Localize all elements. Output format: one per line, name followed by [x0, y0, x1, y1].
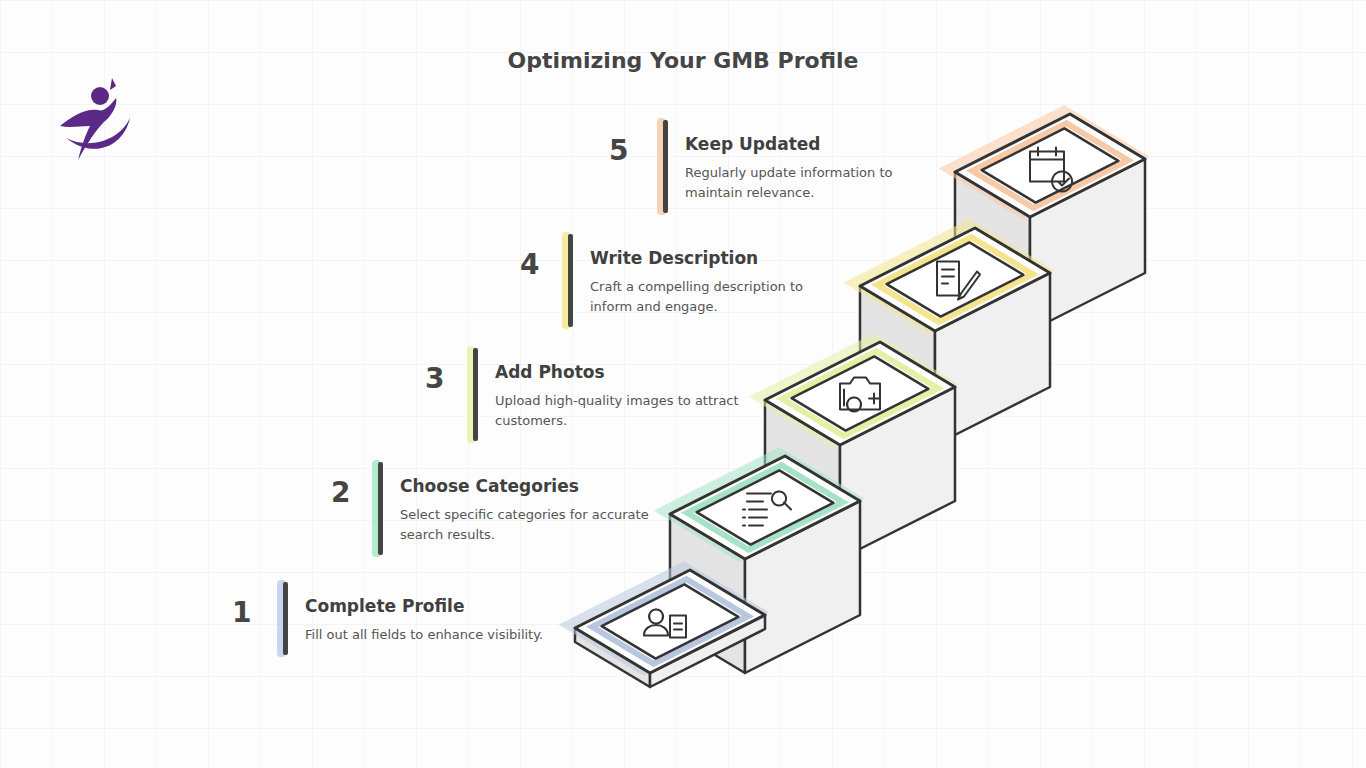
- step-inner-band: [877, 237, 1033, 321]
- step-heading: Choose Categories: [400, 476, 650, 496]
- step-description: Upload high-quality images to attract cu…: [495, 391, 745, 431]
- step-inner: [982, 128, 1119, 202]
- step-block: Choose CategoriesSelect specific categor…: [400, 476, 650, 545]
- step-bar: [283, 582, 288, 655]
- step-inner: [602, 584, 739, 658]
- step-bar: [568, 234, 573, 327]
- step-icon: [644, 610, 686, 638]
- step-description: Regularly update information to maintain…: [685, 163, 945, 203]
- step-block: Add PhotosUpload high-quality images to …: [495, 362, 745, 431]
- step-block: Complete ProfileFill out all fields to e…: [305, 596, 555, 645]
- step-heading: Keep Updated: [685, 134, 945, 154]
- step-bar: [663, 120, 668, 213]
- step-top: [765, 342, 955, 445]
- step-heading: Add Photos: [495, 362, 745, 382]
- callout-number: 5: [609, 134, 628, 167]
- callout-number: 1: [232, 596, 251, 629]
- callout-number: 4: [520, 248, 539, 281]
- diagram-title: Optimizing Your GMB Profile: [0, 48, 1366, 73]
- step-description: Fill out all fields to enhance visibilit…: [305, 625, 555, 645]
- step-icon: [743, 492, 791, 526]
- step-description: Craft a compelling description to inform…: [590, 277, 840, 317]
- step-block: Keep UpdatedRegularly update information…: [685, 134, 945, 203]
- callout-number: 3: [425, 362, 444, 395]
- step-top: [575, 570, 765, 673]
- step-bar: [473, 348, 478, 441]
- logo: [60, 78, 130, 160]
- step-inner: [792, 356, 929, 430]
- step-description: Select specific categories for accurate …: [400, 505, 650, 545]
- step-inner-band: [592, 579, 748, 663]
- step-inner-band: [687, 465, 843, 549]
- step-icon: [840, 378, 880, 412]
- step-top: [670, 456, 860, 559]
- step-inner-band: [972, 123, 1128, 207]
- step-icon: [937, 262, 980, 300]
- step-top: [860, 228, 1050, 331]
- step-icon: [1030, 148, 1072, 192]
- step-bar: [378, 462, 383, 555]
- step-block: Write DescriptionCraft a compelling desc…: [590, 248, 840, 317]
- callout-number: 2: [331, 476, 350, 509]
- stair-step: [569, 567, 765, 687]
- step-heading: Complete Profile: [305, 596, 555, 616]
- step-top: [955, 114, 1145, 217]
- step-inner: [697, 470, 834, 544]
- step-inner-band: [782, 351, 938, 435]
- step-inner: [887, 242, 1024, 316]
- step-heading: Write Description: [590, 248, 840, 268]
